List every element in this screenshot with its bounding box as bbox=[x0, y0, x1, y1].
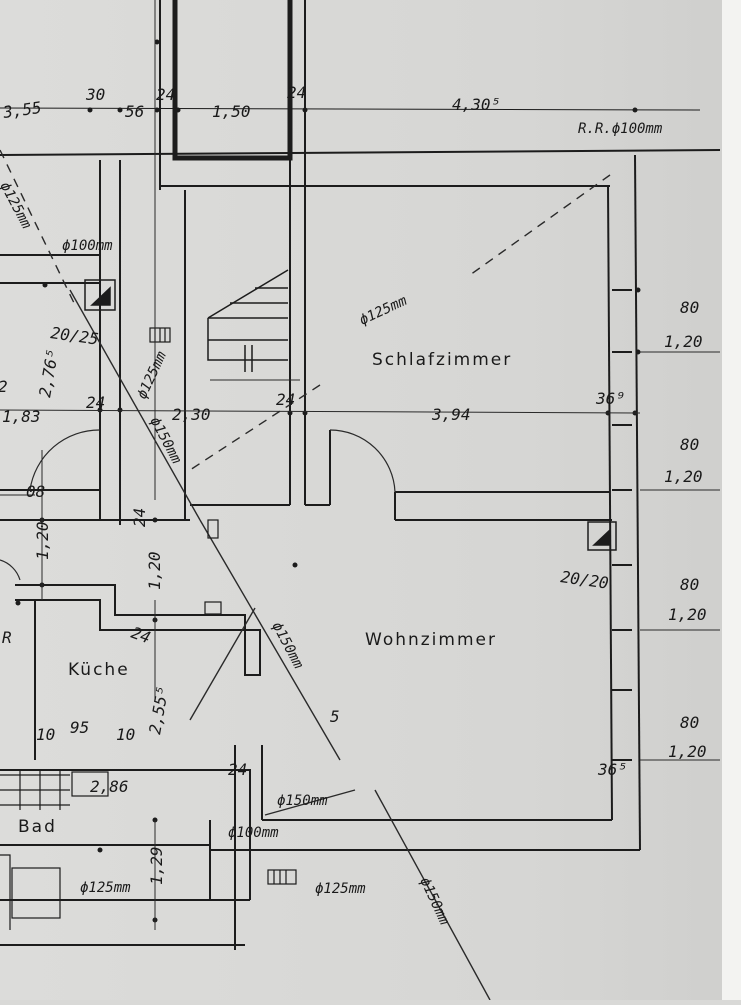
pipe-label-rr-top: R.R.ϕ100mm bbox=[578, 121, 663, 137]
dim-24-top1: 24 bbox=[156, 85, 175, 104]
chimney-flues bbox=[84, 279, 617, 551]
pipe-lines bbox=[0, 149, 611, 1001]
dim-right-80-4: 80 bbox=[680, 713, 699, 732]
room-label-schlafzimmer: Schlafzimmer bbox=[372, 350, 512, 370]
dim-right-80-3: 80 bbox=[680, 575, 699, 594]
dim-right-120-2: 1,20 bbox=[664, 467, 703, 486]
pipe-label-125-bottom: ϕ125mm bbox=[315, 881, 366, 897]
pipe-label-150-bottom: ϕ150mm bbox=[416, 875, 452, 928]
staircase bbox=[207, 269, 289, 372]
dim-2765: 2,76⁵ bbox=[35, 348, 62, 399]
dim-24-l: 24 bbox=[86, 393, 105, 412]
dim-right-80-1: 80 bbox=[680, 298, 699, 317]
dim-355: 3,55 bbox=[1, 98, 43, 122]
dim-right-120-4: 1,20 bbox=[668, 742, 707, 761]
chimney-label-right: 20/20 bbox=[559, 567, 609, 593]
dim-24-v: 24 bbox=[130, 508, 149, 527]
dim-24-m: 24 bbox=[276, 390, 295, 409]
dim-2555: 2,55⁵ bbox=[145, 685, 172, 736]
pipe-label-125-diag: ϕ125mm bbox=[134, 349, 170, 402]
sheet-edge bbox=[722, 0, 741, 1000]
dim-120-b: 1,20 bbox=[145, 551, 164, 590]
label-r-left: R bbox=[2, 628, 12, 647]
room-label-bad: Bad bbox=[18, 817, 57, 837]
dim-10b: 10 bbox=[116, 725, 135, 744]
dim-286: 2,86 bbox=[90, 777, 129, 796]
dim-183: 1,83 bbox=[2, 407, 41, 426]
bath-fixtures bbox=[0, 770, 109, 930]
pipe-label-125-bad: ϕ125mm bbox=[80, 880, 131, 896]
pipe-label-150-bath: ϕ150mm bbox=[277, 793, 328, 809]
pipe-labels: R.R.ϕ100mm ϕ125mm ϕ100mm ϕ125mm ϕ125mm ϕ… bbox=[0, 121, 663, 928]
dim-430: 4,30⁵ bbox=[452, 95, 500, 114]
dim-right-80-2: 80 bbox=[680, 435, 699, 454]
dim-30: 30 bbox=[85, 85, 105, 104]
dim-230: 2,30 bbox=[172, 405, 211, 424]
dim-365: 36⁵ bbox=[597, 760, 627, 779]
dim-24-bath: 24 bbox=[228, 760, 247, 779]
walls bbox=[0, 0, 721, 950]
room-labels: Schlafzimmer Wohnzimmer Küche Bad bbox=[18, 350, 512, 837]
doors bbox=[0, 429, 396, 581]
dim-24-top2: 24 bbox=[287, 83, 306, 102]
dimension-labels: 3,55 30 56 24 1,50 24 4,30⁵ 1,83 24 2,30… bbox=[0, 83, 627, 885]
dim-394: 3,94 bbox=[431, 405, 471, 424]
dim-right-120-1: 1,20 bbox=[664, 332, 703, 351]
pipe-label-125-schlaf: ϕ125mm bbox=[357, 293, 410, 329]
chimney-label-left: 20/25 bbox=[49, 323, 99, 349]
right-dimension-stack: 80 1,20 80 1,20 80 1,20 80 1,20 bbox=[640, 298, 720, 761]
dim-129: 1,29 bbox=[147, 846, 166, 885]
room-label-wohnzimmer: Wohnzimmer bbox=[365, 630, 497, 650]
dim-56: 56 bbox=[125, 102, 144, 121]
room-label-kueche: Küche bbox=[68, 660, 130, 680]
dim-150: 1,50 bbox=[212, 102, 251, 121]
dim-08: 08 bbox=[26, 482, 45, 501]
dim-10: 10 bbox=[36, 725, 55, 744]
dim-120-a: 1,20 bbox=[33, 521, 52, 560]
dim-right-120-3: 1,20 bbox=[668, 605, 707, 624]
dim-369: 36⁹ bbox=[595, 389, 625, 408]
pipe-label-100-bath: ϕ100mm bbox=[228, 825, 279, 841]
pipe-label-150-mid: ϕ150mm bbox=[268, 619, 306, 672]
dim-95: 95 bbox=[70, 718, 89, 737]
dim-5: 5 bbox=[330, 707, 340, 726]
pipe-label-100-left: ϕ100mm bbox=[62, 238, 113, 254]
dim-24-k: 24 bbox=[129, 623, 154, 647]
pipe-label-125-left: ϕ125mm bbox=[0, 179, 35, 232]
dim-2: 2 bbox=[0, 377, 8, 396]
dimension-lines bbox=[0, 0, 641, 930]
